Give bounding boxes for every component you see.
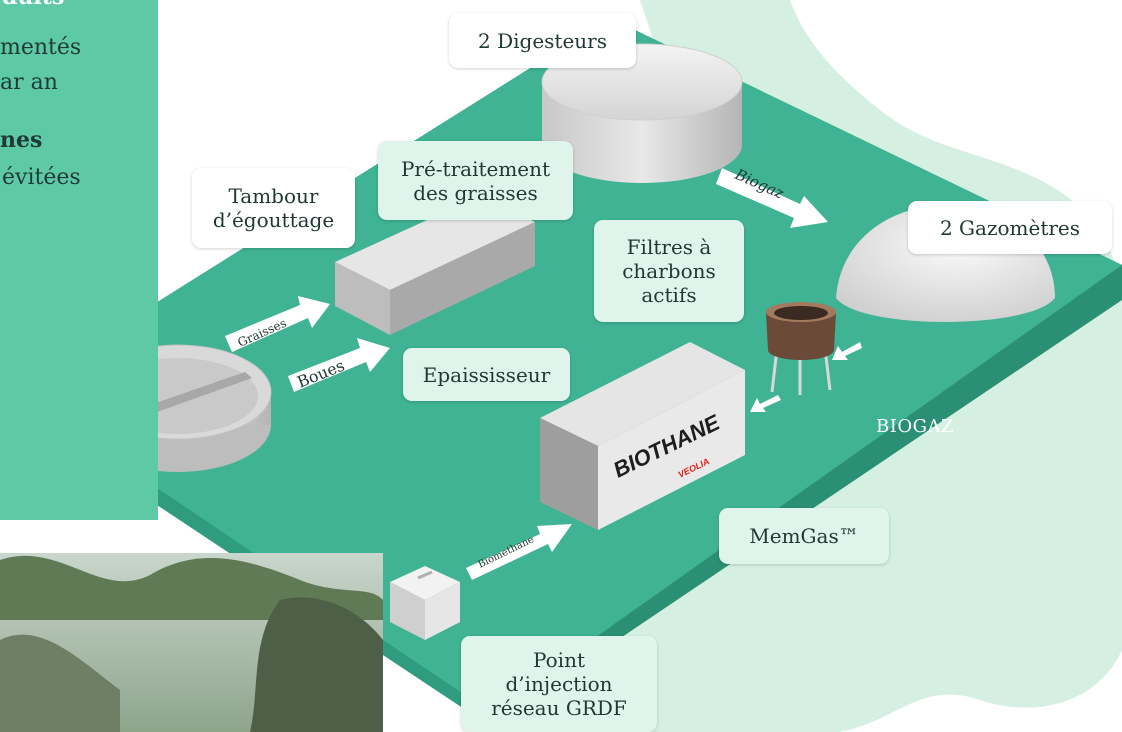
panel-line-2: ar an bbox=[0, 70, 58, 95]
panel-line-3: nes bbox=[0, 127, 43, 153]
label-tambour: Tambour d’égouttage bbox=[192, 168, 355, 248]
panel-line-1: mentés bbox=[0, 35, 82, 60]
filter-to-biothane-arrow bbox=[750, 395, 781, 412]
label-pretraitement: Pré-traitement des graisses bbox=[378, 141, 573, 220]
label-point-injection: Point d’injection réseau GRDF bbox=[461, 636, 657, 732]
photo-trees bbox=[0, 553, 383, 732]
biogaz-zone-label: BIOGAZ bbox=[876, 416, 954, 437]
label-gazometres: 2 Gazomètres bbox=[908, 201, 1112, 254]
dome-to-filter-arrow bbox=[832, 342, 862, 360]
panel-title: duits bbox=[2, 0, 158, 10]
label-memgas: MemGas™ bbox=[719, 508, 889, 564]
label-epaississeur: Epaississeur bbox=[403, 348, 570, 401]
carbon-filter bbox=[766, 302, 836, 395]
label-digesteurs: 2 Digesteurs bbox=[449, 13, 636, 68]
panel-scallop-edge bbox=[0, 478, 158, 516]
biothane-unit: BIOTHANE VEOLIA bbox=[540, 342, 745, 530]
panel-line-4: évitées bbox=[2, 165, 81, 190]
injection-point-box bbox=[390, 566, 460, 640]
label-filtres: Filtres à charbons actifs bbox=[594, 220, 744, 322]
info-panel: duits mentés ar an nes évitées bbox=[0, 0, 158, 520]
